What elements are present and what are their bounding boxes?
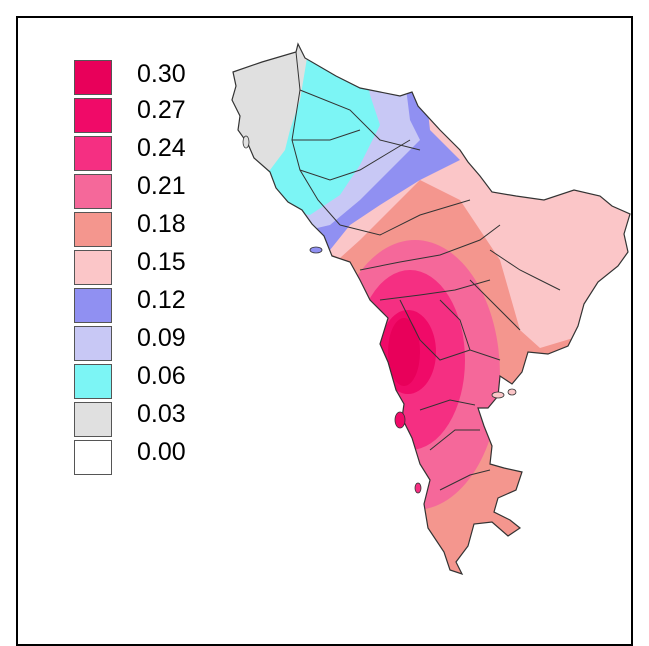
hazard-map	[231, 42, 631, 576]
legend-swatch-2	[74, 136, 112, 171]
legend-label-3: 0.21	[137, 172, 186, 200]
band-0-30	[388, 318, 420, 386]
legend-label-5: 0.15	[137, 248, 186, 276]
legend-swatch-0	[74, 60, 112, 95]
legend-label-7: 0.09	[137, 324, 186, 352]
legend-label-10: 0.00	[137, 438, 186, 466]
legend-label-9: 0.03	[137, 400, 186, 428]
legend-label-4: 0.18	[137, 210, 186, 238]
legend-label-6: 0.12	[137, 286, 186, 314]
legend-swatch-6	[74, 288, 112, 323]
contour-bands	[232, 44, 630, 574]
legend-label-8: 0.06	[137, 362, 186, 390]
legend-swatch-8	[74, 364, 112, 399]
legend-label-2: 0.24	[137, 134, 186, 162]
legend-swatch-9	[74, 402, 112, 437]
legend-swatch-5	[74, 250, 112, 285]
legend-swatch-3	[74, 174, 112, 209]
legend-swatch-7	[74, 326, 112, 361]
legend-swatch-4	[74, 212, 112, 247]
legend-swatch-1	[74, 98, 112, 133]
region-boundaries	[231, 42, 631, 576]
legend-label-1: 0.27	[137, 96, 186, 124]
legend-label-0: 0.30	[137, 60, 186, 88]
legend-swatch-10	[74, 440, 112, 475]
band-0-03	[232, 44, 310, 170]
islands	[242, 135, 517, 494]
